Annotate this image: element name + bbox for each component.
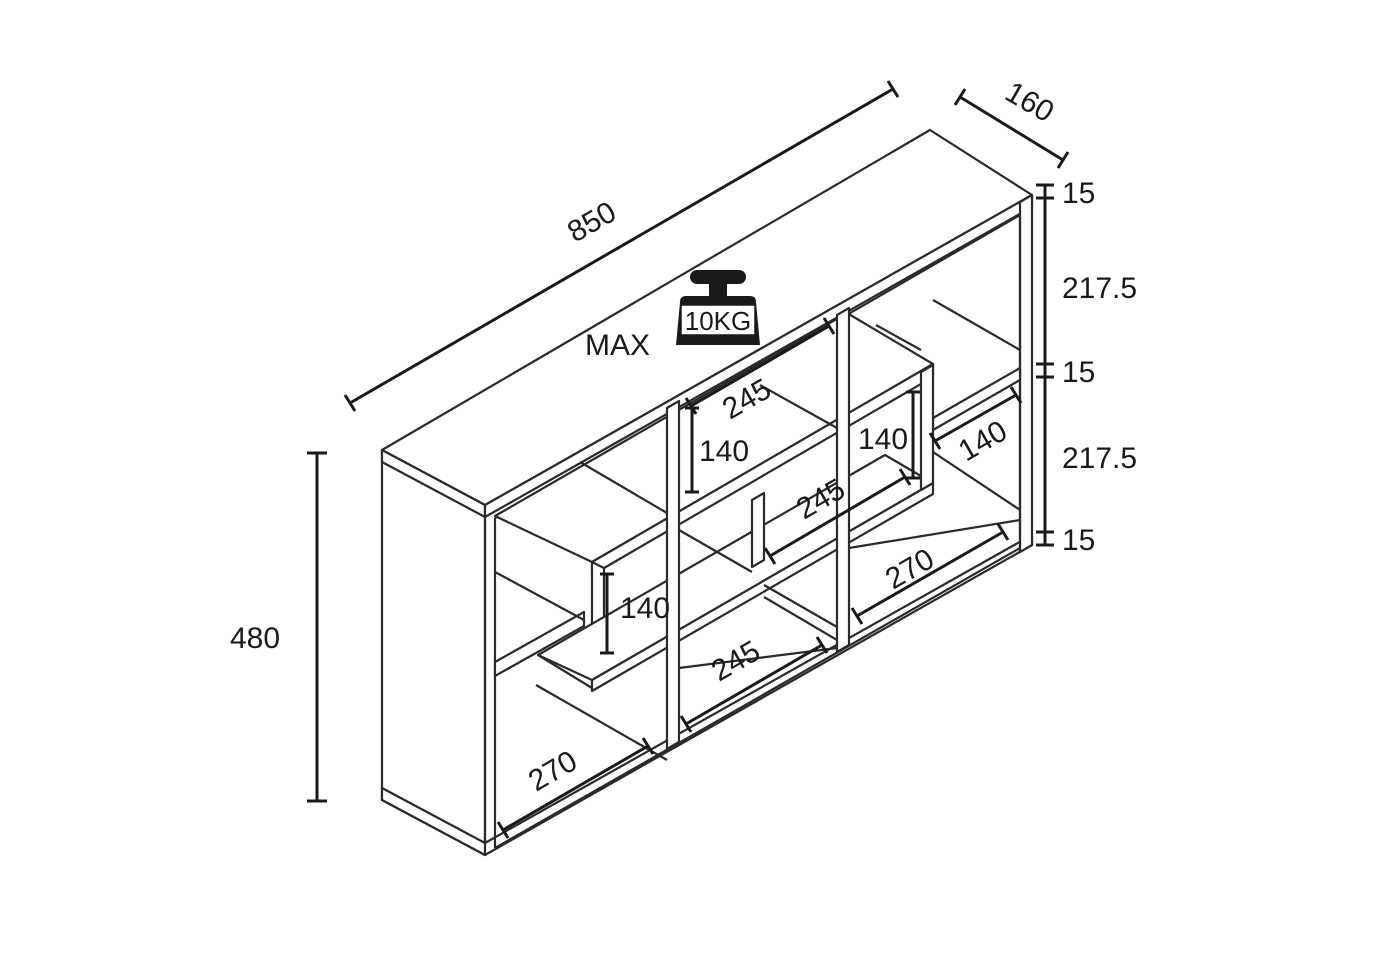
left-end-panel [380, 448, 487, 857]
shelf-unit [380, 128, 1034, 857]
divider-2 [835, 306, 851, 654]
height-label: 480 [230, 622, 280, 655]
right-panel-label-1: 15 [1062, 177, 1095, 210]
right-bottom-width-label: 270 [880, 542, 940, 596]
right-panel-label-3: 15 [1062, 356, 1095, 389]
upper-cube-height-left-label: 140 [699, 435, 749, 468]
capacity-label: 10KG [685, 306, 752, 336]
divider-1 [665, 399, 681, 751]
divider-3 [750, 491, 766, 569]
max-label: MAX [585, 329, 650, 362]
mid-left-height-label: 140 [620, 592, 670, 625]
dimension-lines [307, 80, 1070, 839]
weight-icon: 10KG [676, 270, 760, 345]
right-panel-label-4: 217.5 [1062, 442, 1137, 475]
right-end-panel [1018, 193, 1034, 554]
right-cube-divider [919, 363, 935, 492]
width-label: 850 [562, 195, 622, 249]
depth-label: 160 [1000, 75, 1060, 129]
upper-cube-height-right-label: 140 [858, 423, 908, 456]
bottom-center-width-label: 245 [706, 634, 766, 688]
right-panel-label-2: 217.5 [1062, 272, 1137, 305]
right-cube-depth-label: 140 [953, 414, 1013, 468]
left-lower-shelf [493, 610, 586, 678]
right-panel-label-5: 15 [1062, 524, 1095, 557]
max-load-badge: MAX 10KG [585, 270, 760, 362]
